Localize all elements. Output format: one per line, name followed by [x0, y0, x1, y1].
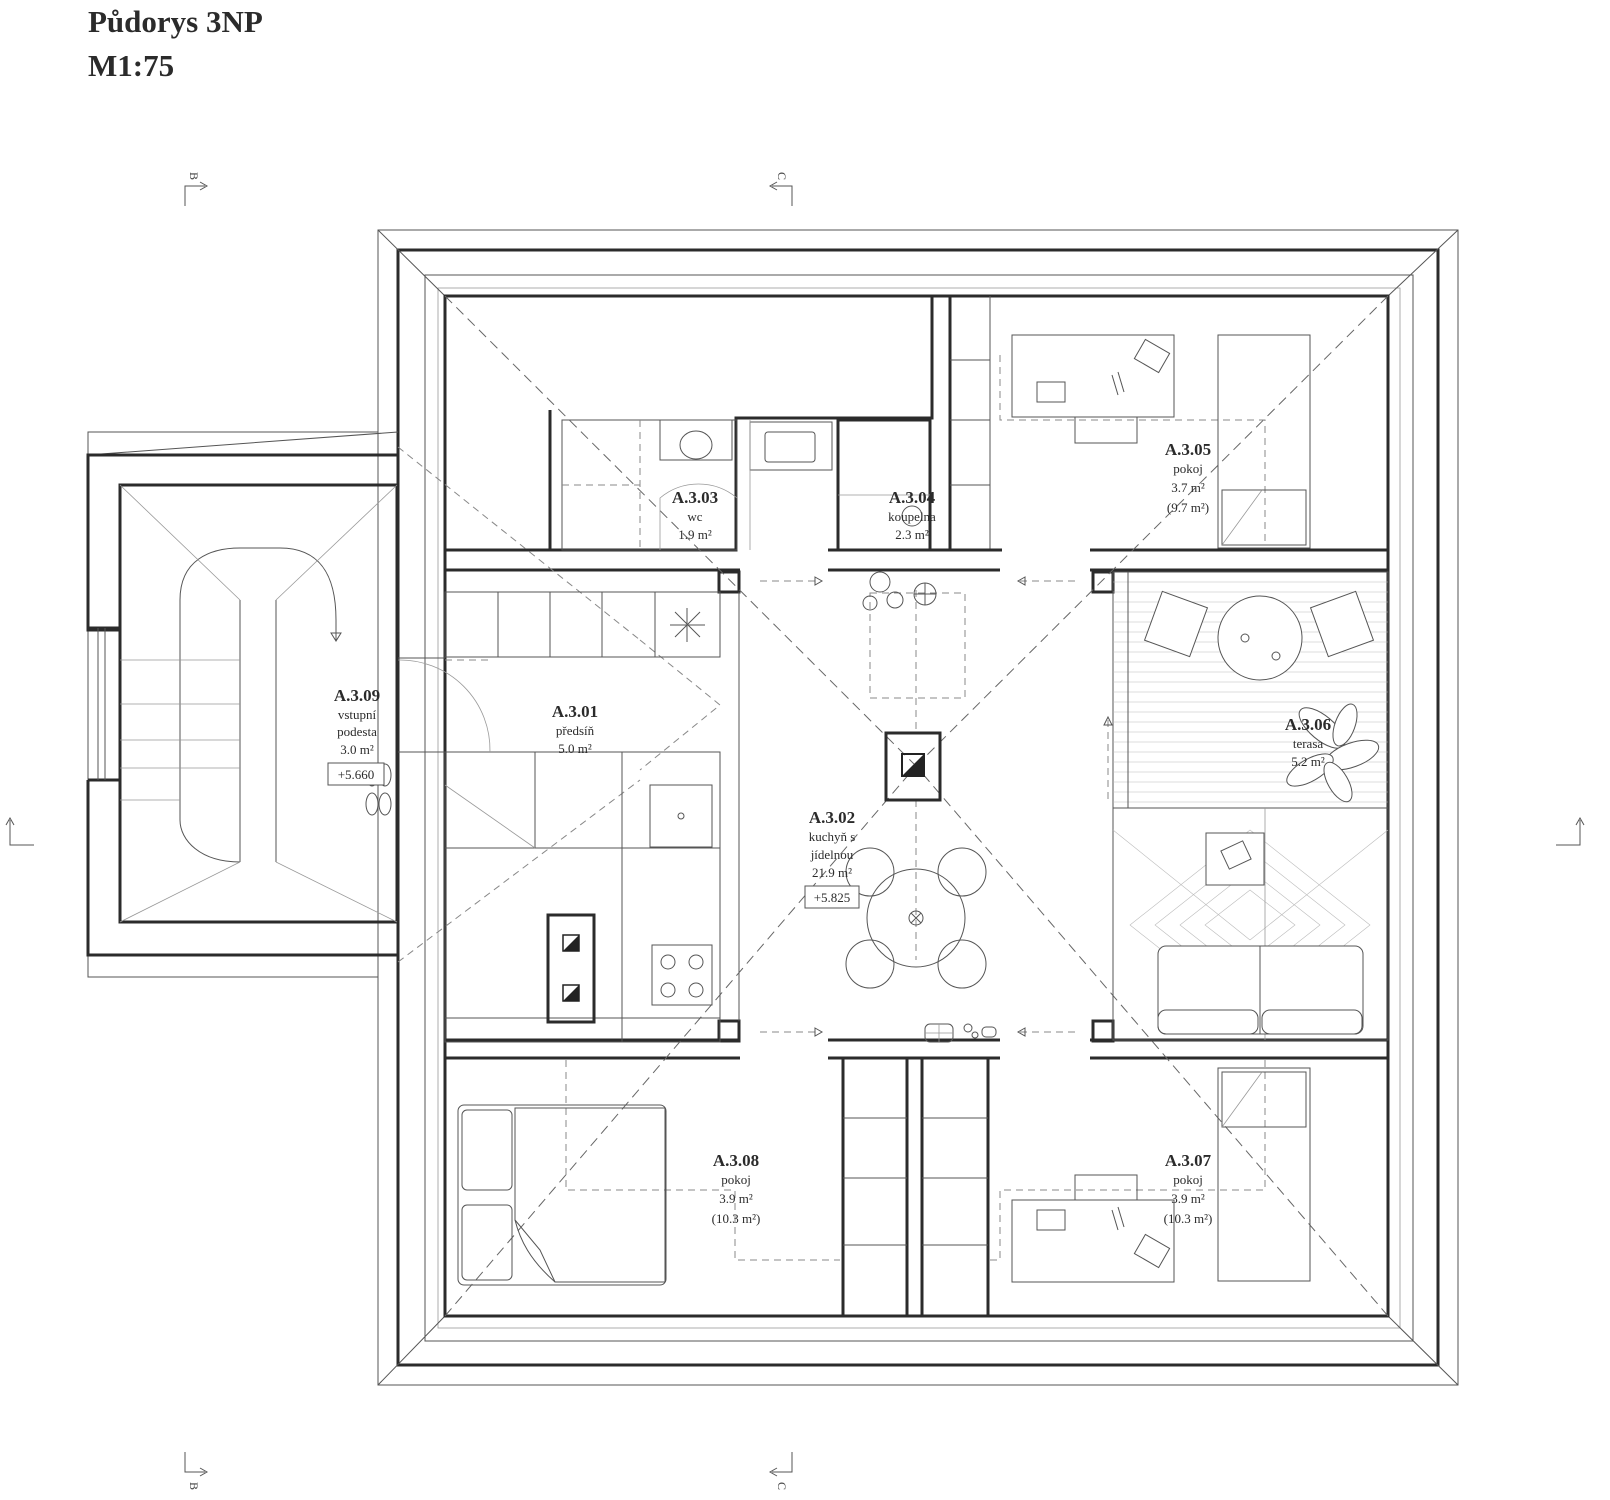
room-name: pokoj — [1173, 1172, 1203, 1187]
room-area-total: (10.3 m²) — [712, 1211, 761, 1226]
room-area: 3.9 m² — [1171, 1191, 1205, 1206]
staircase-annex — [86, 431, 400, 978]
room-number: A.3.01 — [552, 702, 598, 721]
desk-and-bed-bottom — [1011, 1067, 1311, 1283]
drawing-title: Půdorys 3NP M1:75 — [88, 0, 263, 88]
room-label-a305: A.3.05 pokoj 3.7 m² (9.7 m²) — [1165, 440, 1211, 515]
room-number: A.3.06 — [1285, 715, 1331, 734]
room-label-a309: A.3.09 vstupní podesta 3.0 m² +5.660 — [327, 686, 385, 786]
section-b-top-label: B — [187, 172, 201, 180]
room-number: A.3.09 — [334, 686, 380, 705]
terrace — [1112, 571, 1389, 809]
plan-title: Půdorys 3NP — [88, 4, 263, 39]
room-area: 1.9 m² — [678, 527, 712, 542]
room-number: A.3.03 — [672, 488, 718, 507]
room-area: 2.3 m² — [895, 527, 929, 542]
plant-icon — [862, 571, 937, 611]
room-name: předsíň — [556, 723, 595, 738]
room-area-total: (10.3 m²) — [1164, 1211, 1213, 1226]
room-number: A.3.04 — [889, 488, 936, 507]
room-label-a308: A.3.08 pokoj 3.9 m² (10.3 m²) — [712, 1151, 761, 1226]
room-area-total: (9.7 m²) — [1167, 500, 1209, 515]
room-area: 3.9 m² — [719, 1191, 753, 1206]
room-name: pokoj — [721, 1172, 751, 1187]
room-label-a301: A.3.01 předsíň 5.0 m² — [552, 702, 598, 756]
room-name-line2: jídelnou — [810, 847, 854, 862]
kitchen-counter — [444, 591, 721, 1043]
palm-plant-icon — [1286, 703, 1380, 803]
room-name: wc — [687, 509, 702, 524]
room-name-line2: podesta — [337, 724, 377, 739]
corridor-arrows — [760, 576, 1113, 1037]
level-marker: +5.660 — [338, 767, 375, 782]
wc-fixtures — [562, 419, 930, 550]
room-name-line1: kuchyň s — [809, 829, 856, 844]
interior-walls — [443, 294, 1390, 1318]
room-name: pokoj — [1173, 461, 1203, 476]
room-label-a304: A.3.04 koupelna 2.3 m² — [888, 488, 936, 542]
room-area: 3.0 m² — [340, 742, 374, 757]
room-number: A.3.05 — [1165, 440, 1211, 459]
room-label-a303: A.3.03 wc 1.9 m² — [672, 488, 718, 542]
dining-table — [845, 592, 987, 989]
section-c-top-label: C — [775, 172, 789, 180]
room-number: A.3.02 — [809, 808, 855, 827]
room-area: 5.0 m² — [558, 741, 592, 756]
section-markers: B C B C — [5, 172, 1585, 1490]
living-area — [1112, 807, 1389, 1041]
level-marker: +5.825 — [814, 890, 851, 905]
room-label-a307: A.3.07 pokoj 3.9 m² (10.3 m²) — [1164, 1151, 1213, 1226]
room-name-line1: vstupní — [338, 707, 377, 722]
room-name: terasa — [1293, 736, 1324, 751]
room-label-a306: A.3.06 terasa 5.2 m² — [1285, 715, 1331, 769]
chimney — [884, 731, 942, 802]
basket-icon — [924, 1023, 997, 1043]
roof-hip-lines — [397, 295, 1389, 1317]
double-bed — [457, 1104, 667, 1286]
room-number: A.3.08 — [713, 1151, 759, 1170]
room-area: 21.9 m² — [812, 865, 852, 880]
section-c-bottom-label: C — [775, 1482, 789, 1490]
section-b-bottom-label: B — [187, 1482, 201, 1490]
room-area: 5.2 m² — [1291, 754, 1325, 769]
desk-and-bed-top — [1011, 334, 1311, 549]
plan-scale: M1:75 — [88, 48, 175, 83]
room-name: koupelna — [888, 509, 936, 524]
room-area: 3.7 m² — [1171, 480, 1205, 495]
room-number: A.3.07 — [1165, 1151, 1212, 1170]
room-label-a302: A.3.02 kuchyň s jídelnou 21.9 m² +5.825 — [804, 808, 860, 909]
entrance-door — [397, 657, 491, 753]
